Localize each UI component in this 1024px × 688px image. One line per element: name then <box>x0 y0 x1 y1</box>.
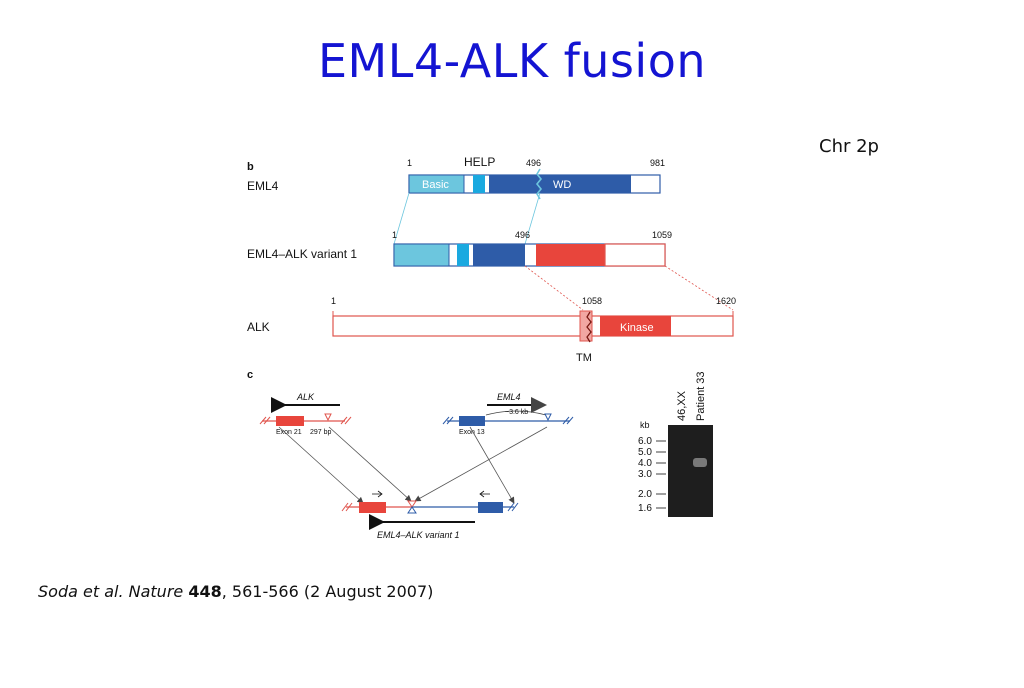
map-arrow-eml4-break <box>414 426 548 502</box>
eml4-basic-domain <box>408 174 465 194</box>
fusion-genomic-locus <box>341 490 519 514</box>
kinase-label: Kinase <box>620 322 654 334</box>
eml4-exon13 <box>459 416 485 426</box>
panel-b-label: b <box>247 161 254 173</box>
eml4-kb-bracket <box>485 410 547 416</box>
fusion-name: EML4–ALK variant 1 <box>247 247 357 261</box>
gel-markers: 6.0 5.0 4.0 3.0 2.0 1.6 <box>638 436 666 514</box>
basic-label: Basic <box>422 179 449 191</box>
chromosome-label: Chr 2p <box>819 136 879 157</box>
eml4-genomic-locus <box>442 410 574 426</box>
citation-authors: Soda et al. <box>38 582 124 601</box>
fusion-junction-top <box>407 500 417 508</box>
alk-genomic-locus <box>259 413 352 426</box>
slide-title: EML4-ALK fusion <box>317 34 706 88</box>
alk-exon-label: Exon 21 <box>276 429 302 436</box>
gel-band-patient33 <box>693 458 707 467</box>
eml4-kb-label: ~3.6 kb <box>505 409 528 416</box>
eml4-arrow-label: EML4 <box>497 392 521 402</box>
eml4-breakpoint-marker <box>544 413 552 422</box>
eml4-start-label: 1 <box>407 158 412 168</box>
fusion-wd-domain <box>473 244 525 266</box>
fusion-alk-tail <box>604 243 666 267</box>
tm-label: TM <box>576 352 592 364</box>
eml4-break-label: 496 <box>526 158 541 168</box>
fusion-genomic-label: EML4–ALK variant 1 <box>377 530 460 540</box>
map-arrow-alk-break <box>328 426 412 502</box>
gel-marker-label: 4.0 <box>638 458 652 469</box>
gel-marker-label: 3.0 <box>638 469 652 480</box>
eml4-end-label: 981 <box>650 158 665 168</box>
gel-marker-label: 5.0 <box>638 447 652 458</box>
fusion-start-label: 1 <box>392 230 397 240</box>
gel-lane-label-2: Patient 33 <box>695 371 707 421</box>
connector-alk-end <box>664 265 734 311</box>
map-arrow-alk-exon <box>278 426 364 504</box>
connector-eml4-break <box>524 192 541 245</box>
alk-tm-domain <box>579 310 593 342</box>
gel-image <box>668 425 713 517</box>
eml4-wd-domain <box>489 175 631 193</box>
fusion-end-label: 1059 <box>652 230 672 240</box>
citation-journal: Nature <box>128 582 184 601</box>
gel-lane-label-1: 46,XX <box>676 390 688 421</box>
alk-break-zigzag <box>586 311 592 343</box>
alk-end-label: 1620 <box>716 296 736 306</box>
citation-pages-date: , 561-566 (2 August 2007) <box>221 582 434 601</box>
fusion-basic-domain <box>393 243 450 267</box>
fusion-bar <box>393 243 666 267</box>
gel-marker-label: 1.6 <box>638 503 652 514</box>
alk-bp-label: 297 bp <box>310 429 332 436</box>
primer-forward-icon <box>372 490 383 498</box>
alk-kinase-domain <box>600 316 671 336</box>
fusion-help-domain <box>457 244 469 266</box>
eml4-break-zigzag <box>535 168 543 200</box>
alk-start-label: 1 <box>331 296 336 306</box>
gel-marker-label: 2.0 <box>638 489 652 500</box>
eml4-help-domain <box>473 175 485 193</box>
fusion-eml4-exon <box>478 502 503 513</box>
gel-marker-label: 6.0 <box>638 436 652 447</box>
alk-exon21 <box>276 416 304 426</box>
primer-reverse-icon <box>479 490 490 498</box>
alk-break-label: 1058 <box>582 296 602 306</box>
connector-eml4-start <box>393 192 410 245</box>
eml4-name: EML4 <box>247 179 279 193</box>
connector-alk-break <box>524 265 584 311</box>
citation-volume: 448 <box>188 582 222 601</box>
fusion-alk-exon <box>359 502 386 513</box>
help-label: HELP <box>464 155 495 169</box>
fusion-kinase-domain <box>536 244 605 266</box>
fusion-junction-bottom <box>407 506 417 514</box>
eml4-exon-label: Exon 13 <box>459 429 485 436</box>
panel-c-label: c <box>247 369 253 381</box>
alk-breakpoint-marker <box>324 413 332 422</box>
citation: Soda et al. Nature 448, 561-566 (2 Augus… <box>38 582 433 601</box>
alk-name: ALK <box>247 320 270 334</box>
alk-bar <box>332 310 734 343</box>
gel-kb-label: kb <box>640 420 650 430</box>
fusion-break-label: 496 <box>515 230 530 240</box>
eml4-bar <box>408 168 661 200</box>
alk-arrow-label: ALK <box>296 392 315 402</box>
map-arrow-eml4-exon <box>469 426 515 504</box>
wd-label: WD <box>553 179 571 191</box>
